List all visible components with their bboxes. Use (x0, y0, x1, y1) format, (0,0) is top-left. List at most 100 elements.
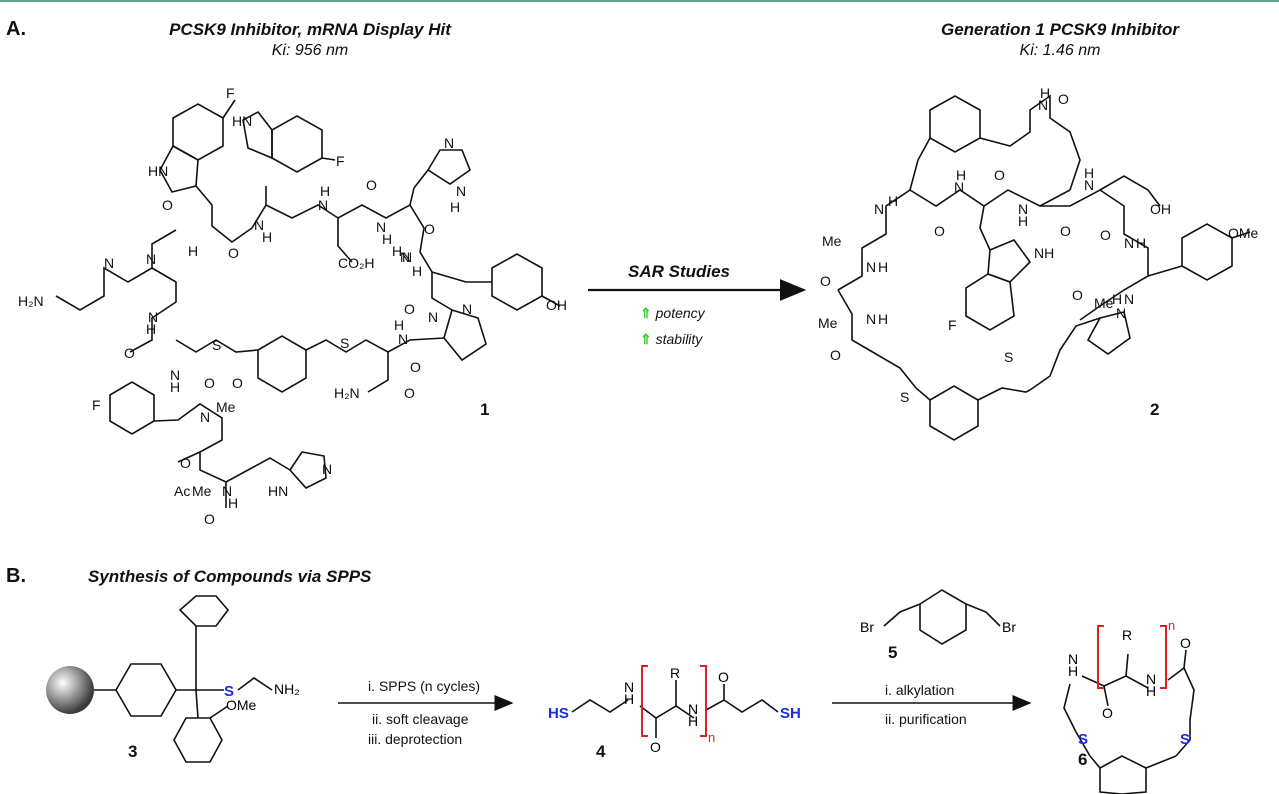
compound-3-structure: S NH₂ OMe (46, 595, 300, 763)
compound-1-atom-labels: F HN HN F N N H O N H H N N H N O H N O … (18, 85, 567, 527)
atom-label: H (878, 259, 888, 275)
atom-label: N (148, 309, 158, 325)
atom-label: Br (860, 619, 874, 635)
compound-2-atom-labels: N H O N H O N H O N H N H N H O OH O N H… (818, 85, 1259, 405)
compound-3-label: 3 (128, 742, 138, 761)
compound-1-structure (55, 99, 561, 508)
atom-label: N (322, 461, 332, 477)
compound-4-label: 4 (596, 742, 606, 761)
bracket-right (1160, 625, 1167, 689)
atom-label: N (170, 367, 180, 383)
atom-label: HN (268, 483, 288, 499)
atom-label: N (1038, 97, 1048, 113)
atom-label: H (392, 243, 402, 259)
atom-label: O (830, 347, 841, 363)
atom-label: OH (1150, 201, 1171, 217)
panel-a-label: A. (6, 18, 26, 40)
atom-label: OH (546, 297, 567, 313)
atom-label: R (670, 665, 680, 681)
atom-label: N (624, 679, 634, 695)
atom-label: HS (548, 705, 569, 722)
atom-label: F (336, 153, 345, 169)
atom-label: N (402, 249, 412, 265)
atom-label: Me (1094, 295, 1114, 311)
left-ki: Ki: 956 nm (271, 42, 349, 59)
left-title: PCSK9 Inhibitor, mRNA Display Hit (169, 20, 451, 39)
atom-label: N (444, 135, 454, 151)
atom-label: N (1124, 291, 1134, 307)
up-arrow-icon: ⇑ (640, 305, 652, 321)
atom-label: O (1102, 705, 1113, 721)
atom-label: HN (148, 163, 168, 179)
compound-2-label: 2 (1150, 400, 1160, 419)
compound-5-label: 5 (888, 643, 898, 662)
atom-label: NH (1034, 245, 1054, 261)
step2-line1: i. alkylation (885, 682, 955, 698)
atom-label: Me (192, 483, 212, 499)
bracket-left (641, 665, 648, 737)
atom-label: N (222, 483, 232, 499)
atom-label: N (688, 701, 698, 717)
atom-label: H (1112, 291, 1122, 307)
atom-label: HN (232, 113, 252, 129)
atom-label: O (404, 385, 415, 401)
atom-label: O (204, 375, 215, 391)
atom-label: n (708, 730, 715, 745)
atom-label: N (428, 309, 438, 325)
atom-label: H (624, 691, 634, 707)
atom-label: S (340, 335, 349, 351)
atom-label: O (1058, 91, 1069, 107)
atom-label: N (104, 255, 114, 271)
bracket-right (700, 665, 707, 737)
bracket-left (1097, 625, 1104, 689)
atom-label: Me (822, 233, 842, 249)
compound-1-label: 1 (480, 400, 490, 419)
atom-label: N (200, 409, 210, 425)
atom-label: CO₂H (338, 255, 375, 271)
atom-label: N (1084, 177, 1094, 193)
atom-label: H₂N (334, 385, 360, 401)
atom-label: H (1084, 165, 1094, 181)
atom-label: H (1068, 663, 1078, 679)
atom-label: O (820, 273, 831, 289)
atom-label: O (232, 375, 243, 391)
panel-b-title: Synthesis of Compounds via SPPS (88, 567, 372, 586)
note-stability: ⇑ stability (640, 331, 703, 347)
step1-line3: iii. deprotection (368, 731, 463, 747)
atom-label: O (1100, 227, 1111, 243)
atom-label: O (994, 167, 1005, 183)
atom-label: H (888, 193, 898, 209)
atom-label: S (1004, 349, 1013, 365)
atom-label: N (318, 197, 328, 213)
atom-label: S (900, 389, 909, 405)
atom-label: N (462, 301, 472, 317)
atom-label: N (398, 331, 408, 347)
atom-label: H (188, 243, 198, 259)
atom-label: N (146, 251, 156, 267)
atom-label: O (366, 177, 377, 193)
atom-label: H (956, 167, 966, 183)
atom-label: Me (818, 315, 838, 331)
atom-label: H (228, 495, 238, 511)
atom-label: H (146, 321, 156, 337)
atom-label: N (866, 311, 876, 327)
note-potency: ⇑ potency (640, 305, 705, 321)
atom-label: H (450, 199, 460, 215)
atom-label: O (424, 221, 435, 237)
atom-label: S (212, 337, 221, 353)
atom-label: R (1122, 627, 1132, 643)
step1-line2: ii. soft cleavage (372, 711, 469, 727)
atom-label: O (410, 359, 421, 375)
up-arrow-icon: ⇑ (640, 331, 652, 347)
atom-label: O (650, 739, 661, 755)
atom-label: H (688, 713, 698, 729)
atom-label: N (866, 259, 876, 275)
atom-label: H (412, 263, 422, 279)
atom-label: O (718, 669, 729, 685)
compound-6-structure: n R N H O N H O S S (1063, 618, 1195, 794)
atom-label: N (400, 249, 410, 265)
atom-label: OMe (226, 697, 257, 713)
atom-label: Me (216, 399, 236, 415)
atom-label: H (262, 229, 272, 245)
compound-2-structure (837, 94, 1251, 441)
